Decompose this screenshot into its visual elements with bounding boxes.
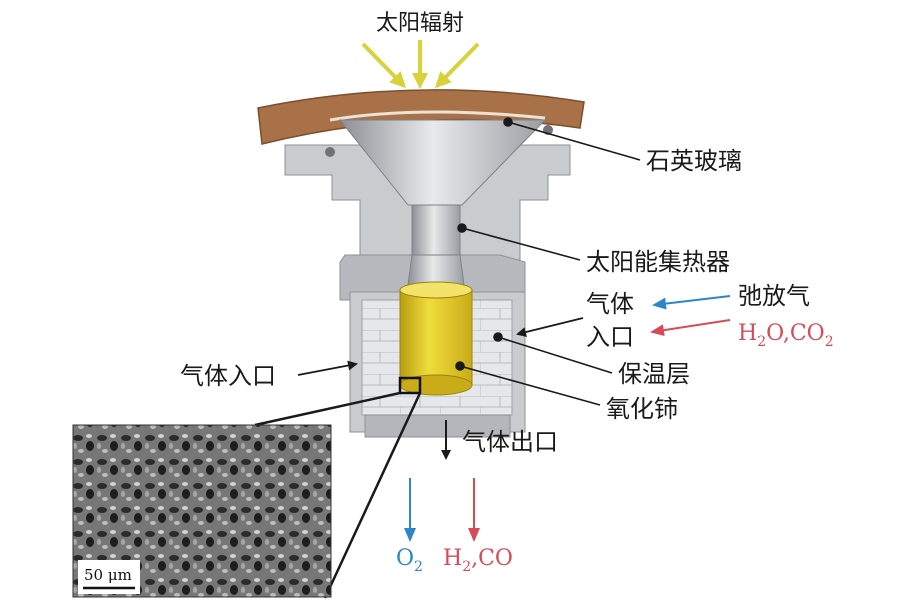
label-quartz-glass: 石英玻璃 bbox=[646, 147, 742, 175]
label-solar-radiation: 太阳辐射 bbox=[376, 11, 464, 36]
label-gas-inlet-right-1: 气体 bbox=[586, 290, 634, 318]
label-solar-collector: 太阳能集热器 bbox=[586, 248, 730, 276]
label-h2o-co2: H2O,CO2 bbox=[738, 321, 834, 350]
label-relax-gas: 弛放气 bbox=[738, 282, 810, 310]
leader-lines bbox=[254, 117, 641, 599]
label-h2-co: H2,CO bbox=[443, 546, 513, 575]
scale-bar-label: 50 μm bbox=[84, 566, 132, 584]
ceria-cylinder bbox=[399, 281, 473, 396]
solar-radiation-arrows bbox=[361, 40, 480, 89]
sample-region-box bbox=[398, 376, 422, 395]
sem-micrograph-inset: 50 μm bbox=[72, 424, 332, 598]
label-ceria: 氧化铈 bbox=[606, 395, 678, 423]
relax-gas-arrow bbox=[652, 295, 731, 310]
gas-inlet-left-arrow bbox=[297, 360, 358, 376]
h2o-co2-arrow bbox=[650, 319, 731, 337]
gas-inlet-right-arrow bbox=[516, 317, 584, 337]
label-gas-inlet-right-2: 入口 bbox=[586, 323, 634, 351]
solar-collector bbox=[325, 119, 553, 286]
label-insulation-layer: 保温层 bbox=[618, 360, 690, 388]
label-o2: O2 bbox=[396, 546, 423, 575]
label-gas-inlet-left: 气体入口 bbox=[180, 362, 276, 390]
label-gas-outlet: 气体出口 bbox=[462, 428, 558, 456]
